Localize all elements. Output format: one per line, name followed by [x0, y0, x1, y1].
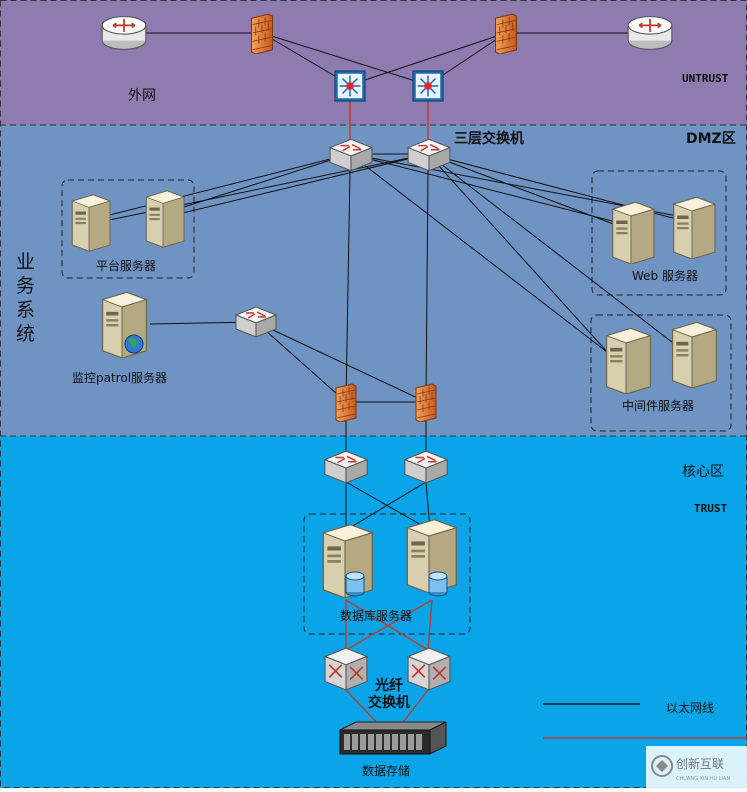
- fiber-links: [345, 100, 433, 727]
- middleware-server-group: [590, 314, 732, 432]
- hub-switch-icon: [412, 70, 444, 102]
- firewall-icon: [250, 13, 274, 54]
- fiber-switch-label-1: 光纤: [374, 677, 403, 694]
- database-icon: [345, 571, 365, 597]
- watermark: 创新互联 CHUANG XIN HU LIAN: [646, 746, 747, 788]
- fiber-switch-icon: [324, 647, 368, 691]
- server-icon: [71, 194, 111, 252]
- storage-array-icon: [339, 721, 447, 755]
- server-icon: [612, 201, 655, 264]
- firewall-icon: [415, 383, 437, 422]
- dmz-label: DMZ区: [686, 131, 736, 147]
- globe-icon: [124, 334, 144, 354]
- watermark-text: 创新互联: [676, 756, 724, 771]
- server-icon: [673, 196, 716, 259]
- platform-server-group: [61, 179, 195, 279]
- fiber-switch-label-2: 交换机: [368, 694, 410, 711]
- firewall-icon: [494, 13, 518, 54]
- web-server-group: [591, 170, 727, 296]
- storage-label: 数据存储: [362, 763, 410, 778]
- watermark-subtext: CHUANG XIN HU LIAN: [676, 776, 730, 782]
- l3-switch-label: 三层交换机: [454, 130, 524, 147]
- middleware-servers-label: 中间件服务器: [622, 398, 694, 413]
- legend-ethernet-label: 以太网线: [666, 700, 714, 715]
- business-system-label: 业务系统: [16, 251, 35, 345]
- core-zone-label: 核心区: [682, 464, 724, 480]
- server-icon: [145, 190, 185, 248]
- router-icon: [101, 15, 147, 51]
- hub-switch-icon: [334, 70, 366, 102]
- fiber-switch-icon: [407, 647, 451, 691]
- trust-label: TRUST: [694, 502, 727, 515]
- untrust-en-label: UNTRUST: [682, 72, 729, 85]
- database-icon: [428, 571, 448, 597]
- patrol-server-label: 监控patrol服务器: [72, 370, 167, 385]
- ethernet-links: [89, 32, 691, 531]
- db-servers-label: 数据库服务器: [340, 608, 412, 623]
- router-icon: [627, 15, 673, 51]
- untrust-cn-label: 外网: [128, 88, 156, 104]
- server-icon: [671, 321, 717, 388]
- server-icon: [605, 327, 651, 394]
- business-system-vertical: 业务系统: [16, 251, 35, 345]
- platform-servers-label: 平台服务器: [96, 258, 156, 273]
- firewall-icon: [335, 383, 357, 422]
- web-servers-label: Web 服务器: [632, 268, 698, 283]
